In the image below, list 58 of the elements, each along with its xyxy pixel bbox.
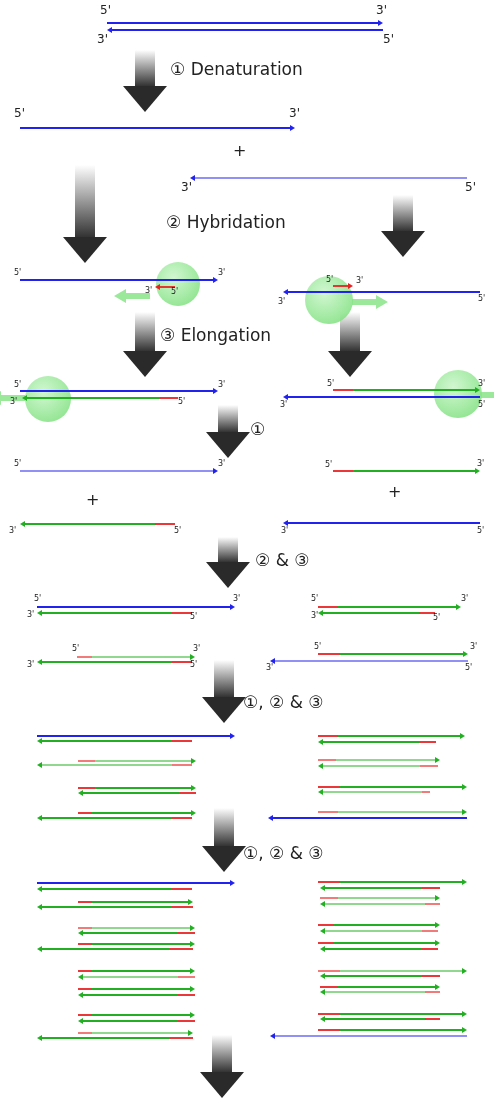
strand-end-label: 3'	[266, 664, 274, 672]
strand-end-label: 5'	[478, 401, 486, 409]
strand-end-label: 3'	[356, 277, 364, 285]
strand-end-label: 3'	[193, 645, 201, 653]
step-label: ①, ② & ③	[243, 845, 324, 862]
strand-end-label: 5'	[14, 107, 25, 119]
step-label: ①, ② & ③	[243, 694, 324, 711]
strand-end-label: 3'	[9, 527, 17, 535]
strand-end-label: 3'	[311, 612, 319, 620]
strand-end-label: 5'	[178, 398, 186, 406]
strand-end-label: 5'	[465, 664, 473, 672]
strand-end-label: 5'	[72, 645, 80, 653]
strand-end-label: 3'	[97, 33, 108, 45]
strand-end-label: 3'	[478, 380, 486, 388]
strand-end-label: 3'	[27, 611, 35, 619]
strand-end-label: 3'	[289, 107, 300, 119]
strand-end-label: 3'	[27, 661, 35, 669]
strand-end-label: 3'	[218, 269, 226, 277]
strand-end-label: 3'	[281, 527, 289, 535]
strand-end-label: 3'	[280, 401, 288, 409]
strand-end-label: 5'	[14, 460, 22, 468]
strand-end-label: 5'	[174, 527, 182, 535]
strand-end-label: 5'	[14, 381, 22, 389]
step-label: ③ Elongation	[160, 327, 272, 344]
strand-end-label: 5'	[14, 269, 22, 277]
strand-end-label: 5'	[190, 661, 198, 669]
plus-sign: +	[86, 492, 100, 508]
strand-end-label: 5'	[478, 295, 486, 303]
strand-end-label: 3'	[470, 643, 478, 651]
plus-sign: +	[388, 484, 402, 500]
strand-end-label: 3'	[461, 595, 469, 603]
strand-end-label: 5'	[433, 614, 441, 622]
strand-end-label: 5'	[325, 461, 333, 469]
strand-end-label: 3'	[145, 287, 153, 295]
strand-end-label: 5'	[34, 595, 42, 603]
strand-end-label: 3'	[181, 181, 192, 193]
strand-end-label: 3'	[218, 381, 226, 389]
step-label: ① Denaturation	[170, 61, 303, 78]
strand-end-label: 3'	[477, 460, 485, 468]
plus-sign: +	[233, 143, 247, 159]
step-label: ② & ③	[255, 552, 310, 569]
strand-end-label: 3'	[218, 460, 226, 468]
strand-end-label: 5'	[311, 595, 319, 603]
strand-end-label: 3'	[233, 595, 241, 603]
strand-end-label: 3'	[10, 398, 18, 406]
strand-end-label: 5'	[171, 288, 179, 296]
strand-end-label: 3'	[376, 4, 387, 16]
step-label: ② Hybridation	[166, 214, 286, 231]
strand-end-label: 5'	[314, 643, 322, 651]
strand-end-label: 5'	[477, 527, 485, 535]
step-label: ①	[250, 421, 266, 438]
strand-end-label: 3'	[278, 298, 286, 306]
strand-end-label: 5'	[190, 613, 198, 621]
strand-end-label: 5'	[383, 33, 394, 45]
strand-end-label: 5'	[326, 276, 334, 284]
strand-end-label: 5'	[327, 380, 335, 388]
strand-end-label: 5'	[100, 4, 111, 16]
strand-end-label: 5'	[465, 181, 476, 193]
